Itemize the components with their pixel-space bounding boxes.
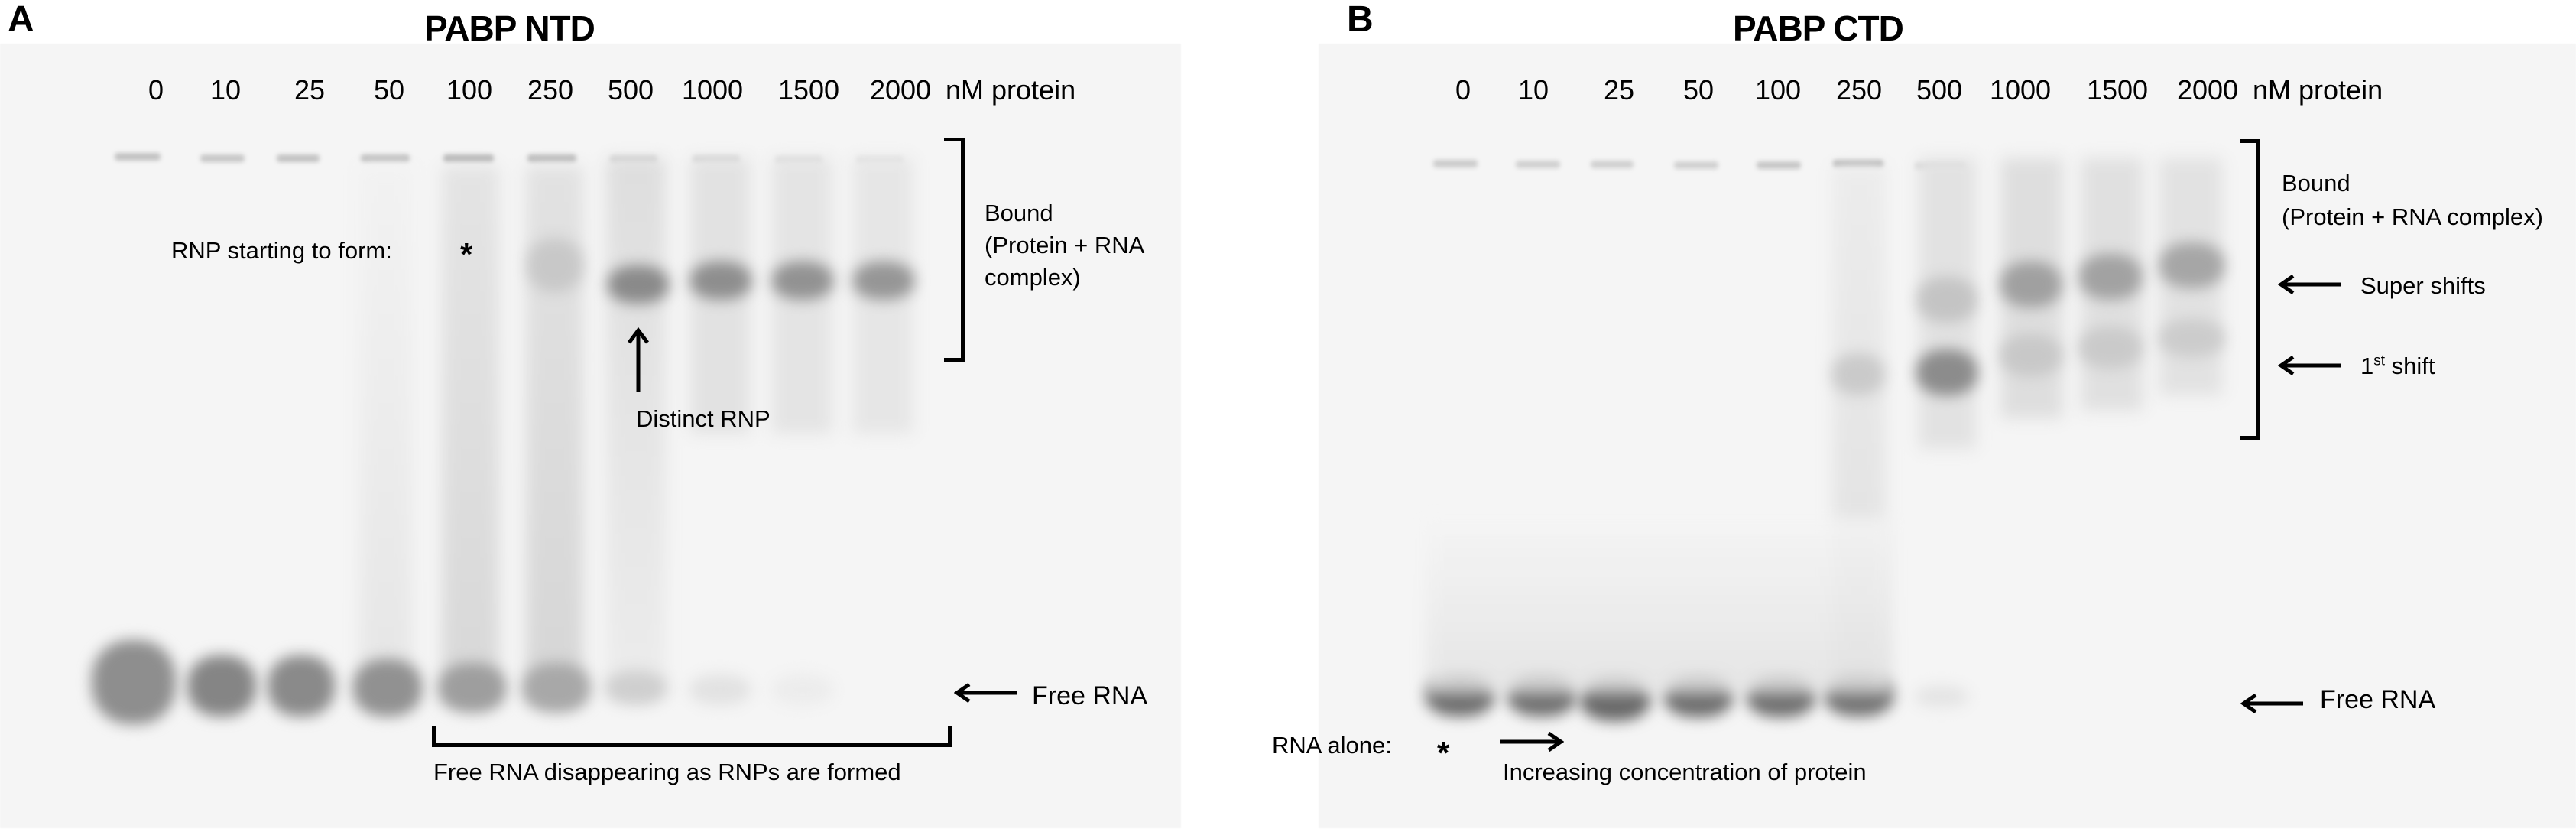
lane-label: 1500 [777, 74, 840, 106]
rnp-start-label: RNP starting to form: [171, 237, 392, 264]
bound-line: (Protein + RNA [985, 232, 1145, 258]
panel-title-a: PABP NTD [424, 8, 595, 48]
panel-letter-b: B [1347, 0, 1374, 40]
super-shifts-label: Super shifts [2360, 272, 2486, 299]
rna-alone-label: RNA alone: [1272, 732, 1392, 759]
lane-label: 250 [527, 74, 574, 106]
units-label: nM protein [946, 74, 1076, 106]
first-shift-word: shift [2385, 353, 2435, 379]
bound-bracket-a [944, 138, 965, 362]
asterisk-marker: * [1437, 735, 1450, 771]
left-arrow-icon [954, 683, 1017, 703]
bound-line: Bound [985, 200, 1053, 226]
gel-image-a [0, 44, 1181, 828]
asterisk-marker: * [460, 236, 473, 272]
bound-line: Bound [2282, 170, 2351, 197]
left-arrow-icon [2240, 694, 2303, 713]
lane-label: 2000 [2176, 74, 2239, 106]
gel-image-b [1319, 44, 2576, 828]
lane-label: 500 [607, 74, 654, 106]
lane-label: 10 [209, 74, 242, 106]
lane-label: 25 [1603, 74, 1635, 106]
free-rna-label-a: Free RNA [1032, 681, 1148, 710]
left-arrow-icon [2278, 275, 2341, 294]
lane-label: 100 [446, 74, 493, 106]
first-shift-superscript: st [2373, 353, 2386, 369]
lane-label: 0 [148, 74, 164, 106]
lane-label: 1000 [681, 74, 744, 106]
lane-label: 25 [294, 74, 326, 106]
free-rna-disappearing-label: Free RNA disappearing as RNPs are formed [433, 759, 901, 785]
right-arrow-icon [1500, 732, 1564, 752]
bound-bracket-b [2240, 139, 2260, 440]
free-rna-bracket [432, 726, 952, 747]
distinct-rnp-label: Distinct RNP [636, 405, 771, 432]
lane-label: 1000 [1989, 74, 2052, 106]
lane-label: 100 [1754, 74, 1802, 106]
bound-line: complex) [985, 264, 1081, 291]
free-rna-label-b: Free RNA [2320, 685, 2436, 714]
bound-line: (Protein + RNA complex) [2282, 203, 2543, 230]
units-label: nM protein [2253, 74, 2383, 106]
lane-label: 1500 [2086, 74, 2149, 106]
bound-label-a: Bound (Protein + RNA complex) [985, 197, 1144, 294]
first-shift-number: 1 [2360, 353, 2374, 379]
first-shift-label: 1st shift [2360, 351, 2435, 382]
left-arrow-icon [2278, 356, 2341, 375]
lane-label: 10 [1517, 74, 1549, 106]
increasing-concentration-label: Increasing concentration of protein [1503, 759, 1867, 785]
lane-label: 2000 [869, 74, 932, 106]
lane-label: 500 [1916, 74, 1963, 106]
panel-letter-a: A [8, 0, 34, 40]
lane-label: 50 [1682, 74, 1715, 106]
bound-label-b: Bound (Protein + RNA complex) [2282, 167, 2543, 234]
panel-title-b: PABP CTD [1733, 8, 1904, 48]
lane-label: 0 [1455, 74, 1471, 106]
up-arrow-icon [627, 327, 650, 392]
lane-label: 50 [373, 74, 405, 106]
lane-label: 250 [1835, 74, 1883, 106]
